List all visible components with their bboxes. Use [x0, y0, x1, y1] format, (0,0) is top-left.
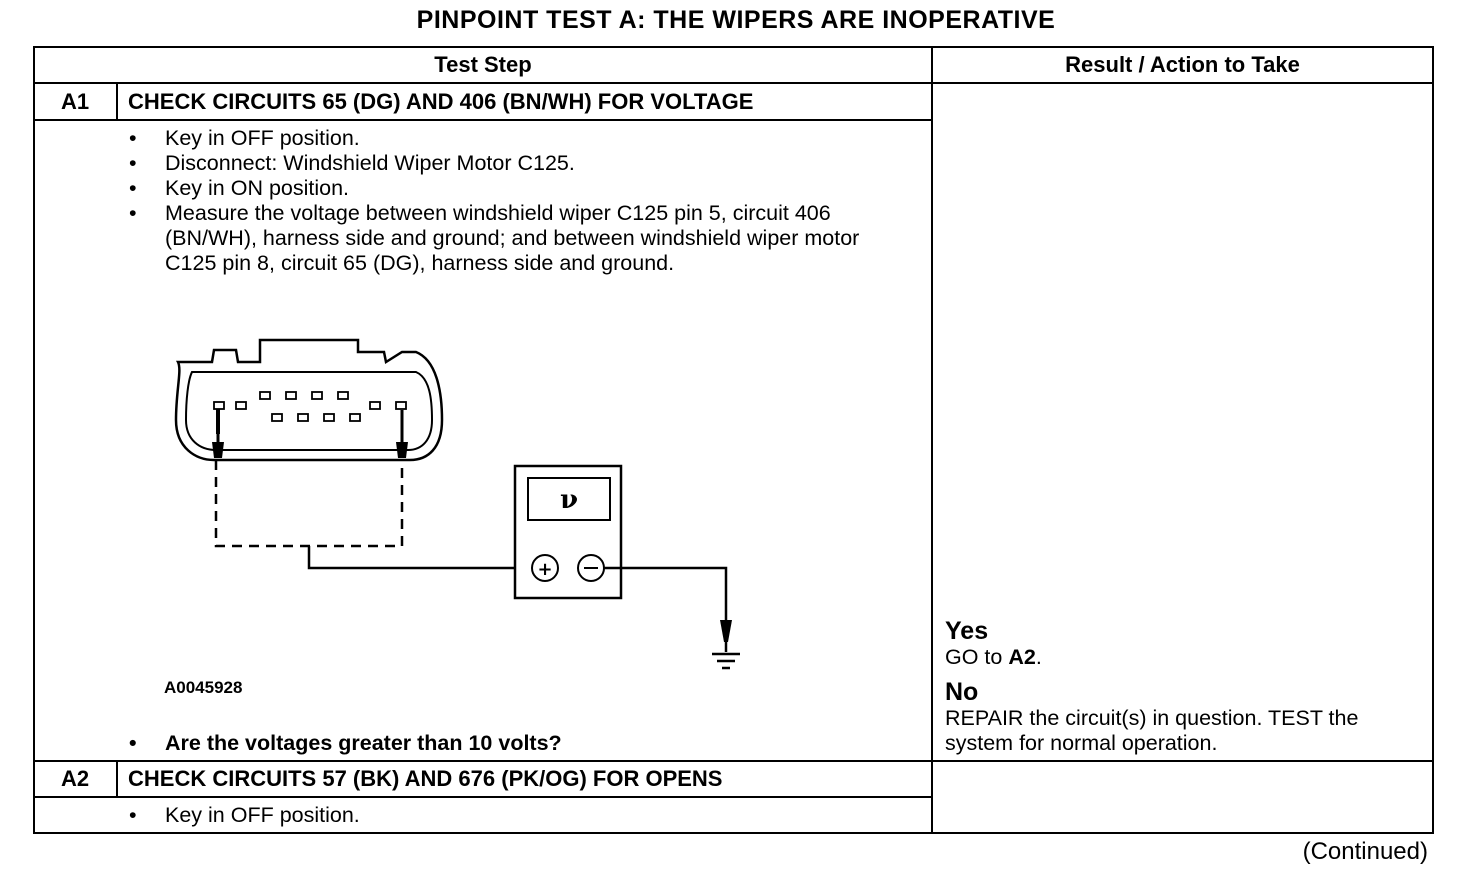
figure-id: A0045928 [164, 678, 243, 697]
a1-question-list: Are the voltages greater than 10 volts? [125, 731, 915, 756]
a1-bottom-rule [33, 760, 1434, 762]
a1-bullet: Key in OFF position. [125, 126, 915, 151]
a1-bullet: Key in ON position. [125, 176, 915, 201]
step-id-a1: A1 [60, 89, 90, 114]
header-test-step: Test Step [434, 52, 532, 77]
voltmeter-display [527, 477, 611, 521]
test-lead [307, 546, 528, 570]
a1-instruction-list: Key in OFF position. Disconnect: Windshi… [125, 126, 915, 276]
probe-right [396, 442, 408, 458]
ground-icon [712, 652, 740, 670]
connector-voltmeter-diagram: ν + [174, 338, 740, 670]
test-lead-dashed [214, 460, 404, 548]
connector-outline [174, 338, 444, 462]
a1-question: Are the voltages greater than 10 volts? [125, 731, 915, 756]
result-no-label: No [945, 678, 979, 706]
result-yes-text: GO to [945, 645, 1009, 669]
a1-bullet: Measure the voltage between windshield w… [125, 201, 915, 276]
result-no-action: REPAIR the circuit(s) in question. TEST … [945, 706, 1359, 755]
step-title-a1: CHECK CIRCUITS 65 (DG) AND 406 (BN/WH) F… [128, 89, 754, 114]
result-yes-action: GO to A2. [945, 645, 1042, 670]
result-yes-step-ref: A2 [1008, 645, 1036, 669]
a1-bullet: Disconnect: Windshield Wiper Motor C125. [125, 151, 915, 176]
page-title: PINPOINT TEST A: THE WIPERS ARE INOPERAT… [416, 6, 1056, 34]
plus-icon: + [537, 559, 552, 580]
result-yes-text-end: . [1035, 645, 1042, 669]
a2-bullet: Key in OFF position. [125, 803, 915, 828]
column-divider [931, 46, 933, 834]
step-title-a2: CHECK CIRCUITS 57 (BK) AND 676 (PK/OG) F… [128, 766, 723, 791]
positive-terminal [531, 554, 559, 582]
step-id-a2: A2 [60, 766, 90, 791]
ground-lead [604, 566, 728, 624]
continued-note: (Continued) [1302, 838, 1428, 865]
a1-id-divider [116, 83, 118, 120]
header-result-action: Result / Action to Take [1065, 52, 1300, 77]
ground-probe [720, 620, 732, 642]
result-yes-label: Yes [945, 617, 989, 645]
connector-pins [213, 391, 407, 422]
a1-title-rule [33, 119, 932, 121]
a2-title-rule [33, 796, 932, 798]
a2-instruction-list: Key in OFF position. [125, 803, 915, 828]
a2-id-divider [116, 761, 118, 797]
voltmeter-symbol: ν [560, 485, 578, 515]
header-bottom-rule [33, 82, 1434, 84]
connector-inner-outline [184, 371, 434, 451]
pinpoint-test-table [33, 46, 1434, 834]
